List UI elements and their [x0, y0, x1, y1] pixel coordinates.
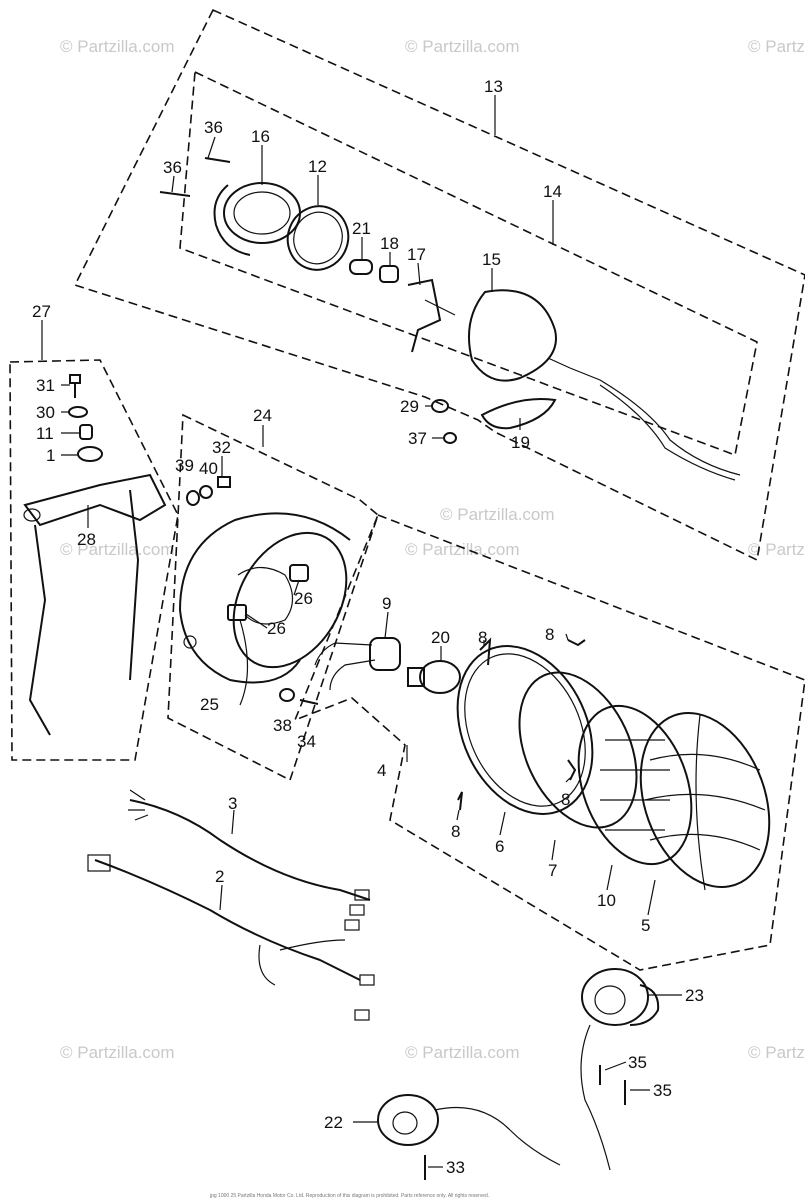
callout-26: 26	[267, 619, 286, 638]
callout-8: 8	[451, 822, 460, 841]
footer-fine-print: jpg 1000 25 Partzilla Honda Motor Co. Lt…	[209, 1193, 489, 1199]
washer-30	[68, 406, 88, 418]
watermark: © Partzilla.com	[748, 1043, 805, 1062]
callout-18: 18	[380, 234, 399, 253]
light-shell-15	[468, 289, 741, 481]
lens-gasket-12	[286, 205, 350, 271]
callout-5: 5	[641, 916, 650, 935]
callout-40: 40	[199, 459, 218, 478]
watermark: © Partzilla.com	[748, 540, 805, 559]
callout-14: 14	[543, 182, 562, 201]
rim-6	[456, 645, 594, 815]
callout-33: 33	[446, 1158, 465, 1177]
bracket-28	[23, 473, 167, 736]
callout-24: 24	[253, 406, 272, 425]
wire-harness-2	[87, 854, 375, 1021]
collar-11	[79, 424, 93, 440]
headlight-case-24	[178, 512, 351, 706]
washer-39	[186, 490, 200, 506]
callout-8: 8	[545, 625, 554, 644]
assembly-13-outline	[73, 8, 805, 562]
assembly-27-outline	[9, 359, 179, 761]
assembly-24-outline	[167, 413, 379, 782]
switch-22	[377, 1094, 561, 1166]
callout-39: 39	[175, 456, 194, 475]
callout-12: 12	[308, 157, 327, 176]
bulb-21	[349, 259, 373, 275]
gasket-19	[480, 398, 557, 430]
assembly-14-outline	[179, 70, 758, 457]
callout-2: 2	[215, 867, 224, 886]
leader-lines	[41, 95, 682, 1168]
callout-1: 1	[46, 446, 55, 465]
callout-3: 3	[228, 794, 237, 813]
screw-8-set	[457, 637, 586, 811]
washer-38	[279, 688, 295, 702]
callout-26: 26	[294, 589, 313, 608]
callout-35: 35	[628, 1053, 647, 1072]
callout-15: 15	[482, 250, 501, 269]
rim-ring-7	[518, 671, 638, 829]
socket-18	[379, 265, 399, 283]
callout-30: 30	[36, 403, 55, 422]
callout-36: 36	[163, 158, 182, 177]
callout-31: 31	[36, 376, 55, 395]
callout-7: 7	[548, 861, 557, 880]
watermark: © Partzilla.com	[60, 540, 175, 559]
washer-37	[443, 432, 457, 444]
callout-13: 13	[484, 77, 503, 96]
callout-6: 6	[495, 837, 504, 856]
callout-20: 20	[431, 628, 450, 647]
callout-37: 37	[408, 429, 427, 448]
callout-38: 38	[273, 716, 292, 735]
callout-17: 17	[407, 245, 426, 264]
screw-36-pair	[159, 157, 231, 197]
callout-4: 4	[377, 761, 386, 780]
screw-35-pair	[599, 1065, 626, 1105]
callout-16: 16	[251, 127, 270, 146]
wire-harness-3	[128, 789, 371, 931]
socket-9	[314, 637, 401, 691]
nut-40	[199, 485, 213, 499]
clip-26	[227, 604, 247, 621]
callout-8: 8	[561, 790, 570, 809]
bulb-20	[407, 660, 461, 694]
watermark: © Partzilla.com	[405, 1043, 520, 1062]
watermark: © Partzilla.com	[60, 1043, 175, 1062]
headlight-guard-5	[639, 711, 771, 891]
callout-27: 27	[32, 302, 51, 321]
watermark: © Partzilla.com	[60, 37, 175, 56]
watermark: © Partzilla.com	[405, 37, 520, 56]
callout-35: 35	[653, 1081, 672, 1100]
callout-25: 25	[200, 695, 219, 714]
watermark: © Partzilla.com	[405, 540, 520, 559]
callout-labels: 13 14 36 16 36 12 21 18 17 15 27 31 30 1…	[32, 77, 704, 1177]
callout-10: 10	[597, 891, 616, 910]
watermark: © Partzilla.com	[748, 37, 805, 56]
sealed-beam-unit-10	[577, 704, 693, 866]
callout-8: 8	[478, 628, 487, 647]
screw-32	[217, 476, 231, 488]
assembly-4-outline	[293, 513, 805, 971]
callout-21: 21	[352, 219, 371, 238]
callout-22: 22	[324, 1113, 343, 1132]
callout-23: 23	[685, 986, 704, 1005]
socket-holder-17	[407, 278, 456, 353]
callout-9: 9	[382, 594, 391, 613]
callout-19: 19	[511, 433, 530, 452]
callout-11: 11	[36, 424, 54, 443]
callout-32: 32	[212, 438, 231, 457]
callout-36: 36	[204, 118, 223, 137]
socket-cover-26	[289, 564, 309, 582]
switch-23	[580, 968, 660, 1171]
screw-34	[299, 699, 319, 705]
callout-29: 29	[400, 397, 419, 416]
callout-28: 28	[77, 530, 96, 549]
watermark: © Partzilla.com	[440, 505, 555, 524]
grommet-1	[77, 446, 103, 462]
callout-34: 34	[297, 732, 316, 751]
bolt-31	[69, 374, 81, 398]
nut-29	[431, 399, 449, 413]
